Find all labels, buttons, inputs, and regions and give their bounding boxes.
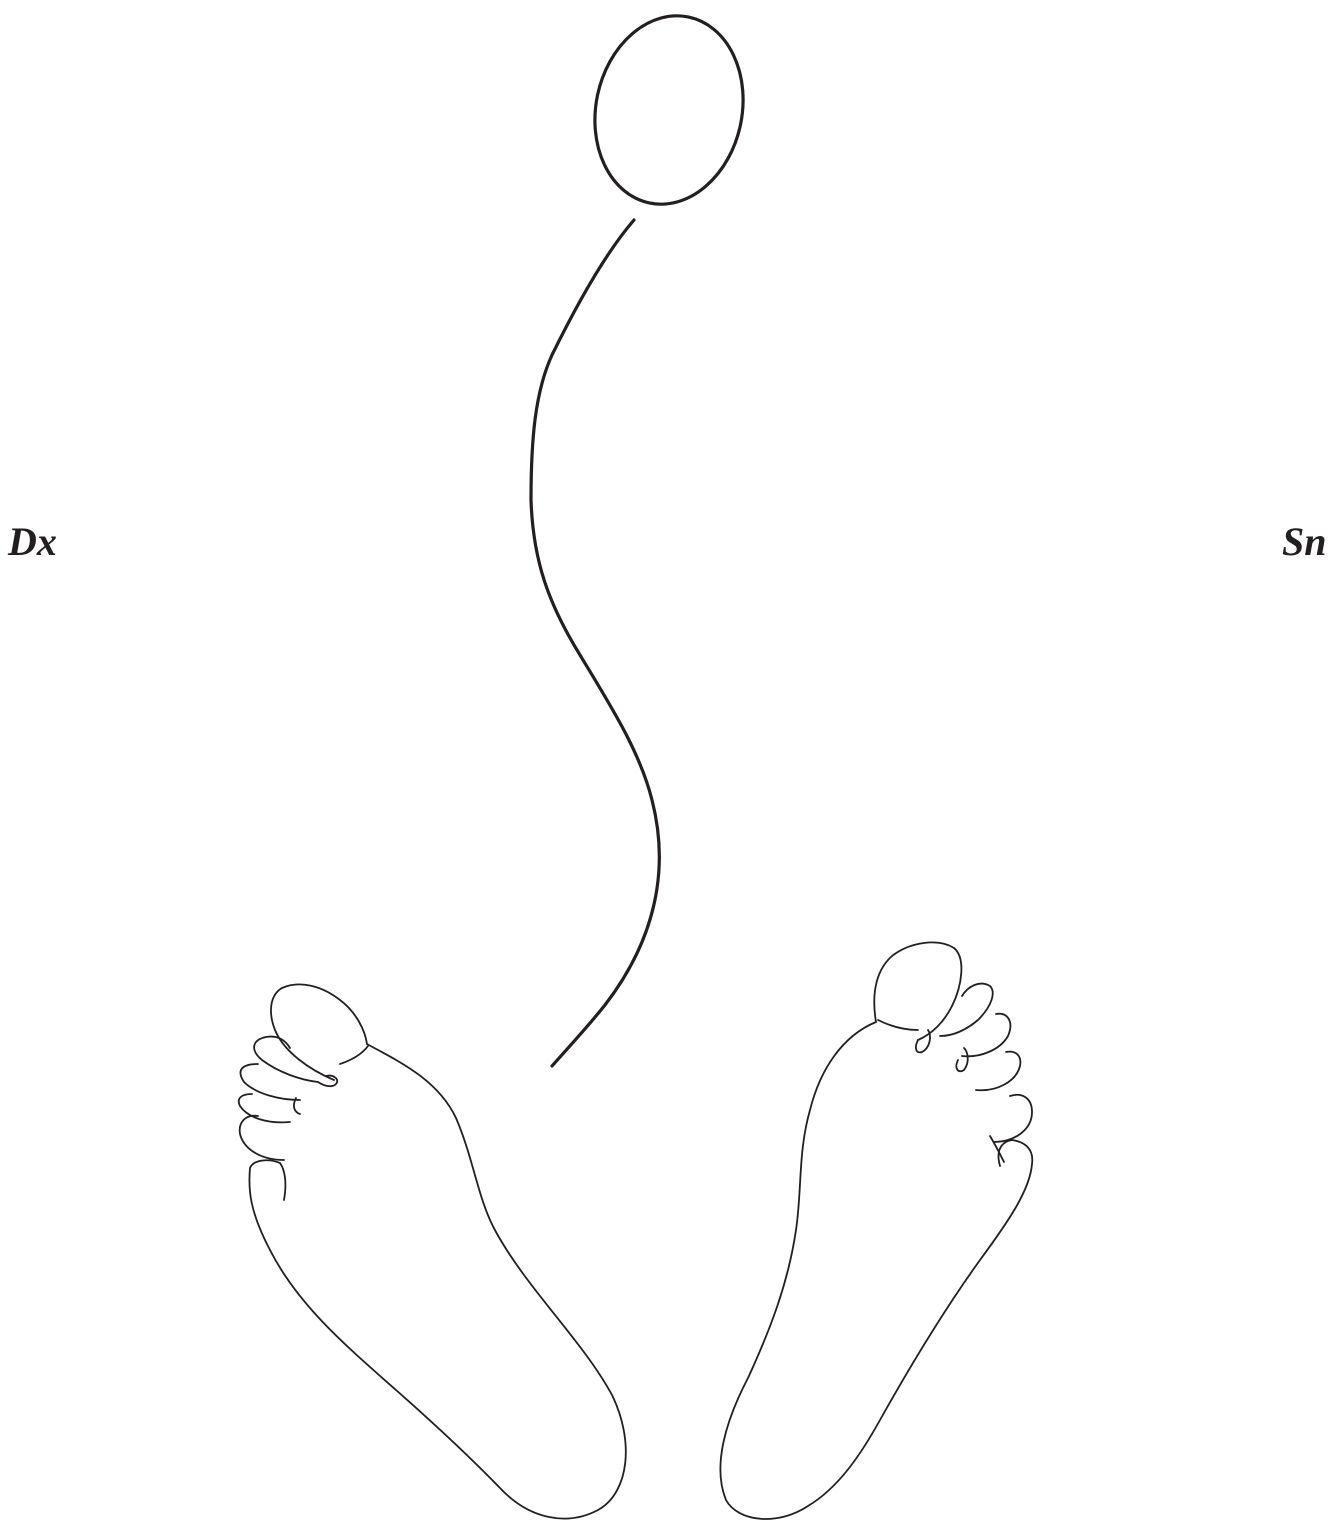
left-foot-second-toe [940,984,993,1036]
left-foot-fourth-toe [976,1052,1020,1091]
left-foot-toe-crease [956,1048,967,1071]
spine-curve [531,220,659,1066]
left-foot-big-toe [874,942,961,1040]
right-foot-second-toe [254,1037,318,1082]
right-foot-toe-crease [340,1046,368,1064]
left-foot-sole [720,1022,1032,1519]
right-foot-big-toe [271,984,367,1080]
left-foot [720,942,1032,1519]
head-outline [578,2,760,218]
left-foot-fifth-toe [994,1095,1032,1142]
right-foot [239,984,626,1518]
right-foot-sole [249,1044,625,1519]
left-foot-toe-crease [990,1136,1004,1162]
left-foot-toe-crease [916,1030,930,1052]
left-foot-toe-crease [878,1020,918,1030]
left-foot-third-toe [962,1014,1010,1057]
